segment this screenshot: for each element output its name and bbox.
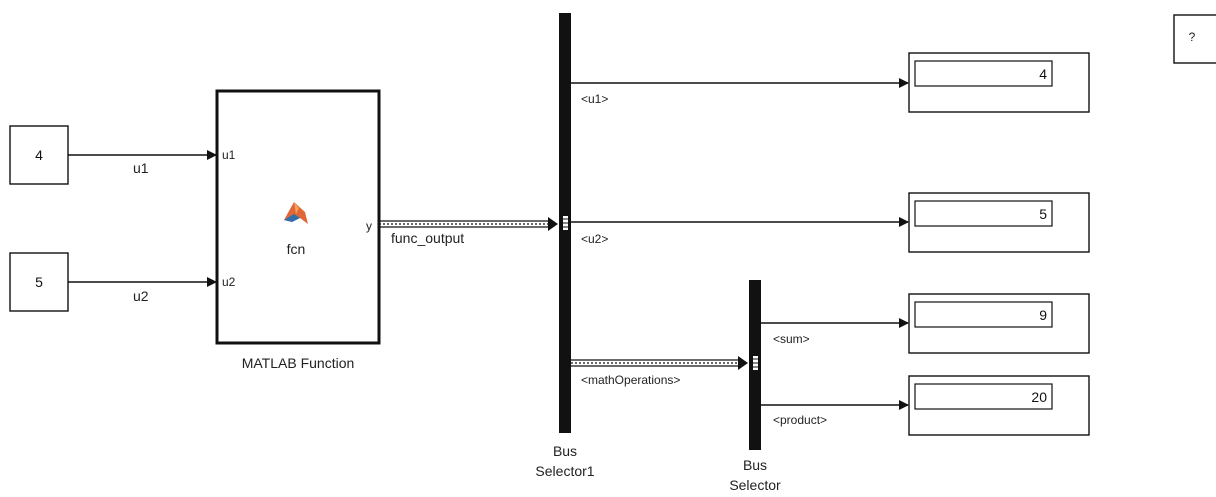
help-block[interactable]: ?: [1173, 14, 1216, 64]
signal-label-sel-u2: <u2>: [581, 232, 608, 246]
display-block-4[interactable]: 20: [908, 375, 1090, 436]
signal-label-u1: u1: [133, 160, 149, 176]
bus-selector-name-line2: Selector: [729, 477, 781, 493]
display-block-2[interactable]: 5: [908, 192, 1090, 253]
signal-label-sum: <sum>: [773, 332, 810, 346]
matlab-function-block[interactable]: u1 u2 y fcn: [215, 89, 381, 345]
matlab-logo-icon: [284, 202, 308, 224]
constant-block-1[interactable]: 4: [9, 125, 69, 185]
bus-selector-block[interactable]: [749, 280, 761, 450]
signal-label-func-output: func_output: [391, 230, 464, 246]
display-2-value: 5: [1039, 206, 1047, 222]
bus-selector1-name-line2: Selector1: [535, 463, 594, 479]
port-u2-label: u2: [222, 275, 236, 289]
bus-selector-name-line1: Bus: [743, 457, 767, 473]
port-y-label: y: [366, 219, 372, 233]
bus-line-func-output[interactable]: [379, 217, 558, 231]
signal-label-sel-u1: <u1>: [581, 92, 608, 106]
signal-label-product: <product>: [773, 413, 827, 427]
constant-2-value: 5: [35, 274, 43, 290]
matlab-function-name: MATLAB Function: [242, 355, 355, 371]
display-4-value: 20: [1031, 389, 1047, 405]
port-u1-label: u1: [222, 148, 236, 162]
bus-selector1-name-line1: Bus: [553, 443, 577, 459]
signal-label-u2: u2: [133, 288, 149, 304]
constant-1-value: 4: [35, 147, 43, 163]
constant-block-2[interactable]: 5: [9, 252, 69, 312]
bus-line-math-operations[interactable]: [571, 356, 748, 370]
display-3-value: 9: [1039, 307, 1047, 323]
bus-selector1-block[interactable]: [559, 13, 571, 433]
display-block-3[interactable]: 9: [908, 293, 1090, 354]
display-block-1[interactable]: 4: [908, 52, 1090, 113]
display-1-value: 4: [1039, 66, 1047, 82]
matlab-function-body: fcn: [287, 241, 306, 257]
help-icon: ?: [1189, 30, 1196, 44]
signal-label-math-operations: <mathOperations>: [581, 373, 680, 387]
